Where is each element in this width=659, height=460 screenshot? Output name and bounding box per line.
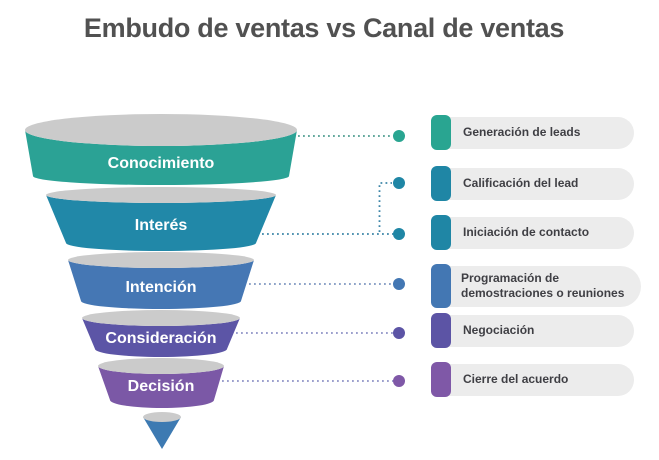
funnel-tip-triangle	[143, 417, 181, 449]
funnel-opening-ellipse	[25, 114, 297, 146]
channel-step-label: Calificación del lead	[463, 176, 579, 190]
connector-line-2	[378, 182, 392, 232]
funnel-stage-label-consideracion: Consideración	[105, 330, 217, 347]
channel-step-label: Generación de leads	[463, 125, 581, 139]
page-title: Embudo de ventas vs Canal de ventas	[83, 13, 565, 43]
connector-dot-6	[393, 375, 405, 387]
funnel-stage-label-conocimiento: Conocimiento	[107, 155, 215, 172]
channel-step-generacion-de-leads: Generación de leads	[431, 115, 634, 150]
channel-step-color-tab	[431, 362, 451, 397]
connector-dot-1	[393, 130, 405, 142]
channel-step-color-tab	[431, 313, 451, 348]
channel-step-iniciacion-de-contacto: Iniciación de contacto	[431, 215, 634, 250]
channel-step-pill	[434, 363, 634, 396]
funnel-tip-ellipse	[143, 412, 181, 422]
funnel-inner-ellipse-2	[46, 187, 276, 203]
channel-step-pill	[434, 116, 634, 149]
funnel-stage-label-decision: Decisión	[127, 378, 195, 395]
connector-dot-3	[393, 228, 405, 240]
funnel-stage-band-intencion	[68, 260, 254, 309]
channel-step-pill	[434, 314, 634, 347]
channel-step-label: Programación de demostraciones o reunion…	[461, 271, 625, 300]
funnel-inner-ellipse-4	[82, 310, 240, 326]
funnel-stage-label-interes: Interés	[134, 217, 188, 234]
funnel-stage-band-decision	[98, 366, 224, 408]
funnel-stages	[25, 114, 297, 449]
funnel-inner-ellipse-5	[98, 358, 224, 374]
channel-step-negociacion: Negociación	[431, 313, 634, 348]
channel-step-color-tab	[431, 264, 451, 308]
funnel-stage-band-conocimiento	[25, 130, 297, 185]
channel-step-color-tab	[431, 115, 451, 150]
channel-step-programacion-demostraciones: Programación de demostraciones o reunion…	[431, 264, 641, 308]
channel-step-label: Negociación	[463, 323, 535, 337]
channel-step-calificacion-del-lead: Calificación del lead	[431, 166, 634, 201]
funnel-stage-band-interes	[46, 195, 276, 251]
funnel-stage-label-intencion: Intención	[125, 279, 197, 296]
funnel-diagram	[25, 114, 405, 449]
connector-dot-2	[393, 177, 405, 189]
channel-step-pill	[434, 216, 634, 249]
funnel-inner-ellipse-3	[68, 252, 254, 268]
channel-step-pill	[434, 167, 634, 200]
connector-dot-5	[393, 327, 405, 339]
channel-step-label: Iniciación de contacto	[463, 225, 590, 239]
funnel-stage-band-consideracion	[82, 318, 240, 357]
channel-step-label: Cierre del acuerdo	[463, 372, 569, 386]
connector-dots	[393, 130, 405, 387]
connector-lines	[222, 135, 393, 382]
channel-step-color-tab	[431, 166, 451, 201]
channel-step-color-tab	[431, 215, 451, 250]
connector-dot-4	[393, 278, 405, 290]
channel-step-pill	[434, 265, 641, 307]
channel-step-cierre-del-acuerdo: Cierre del acuerdo	[431, 362, 634, 397]
